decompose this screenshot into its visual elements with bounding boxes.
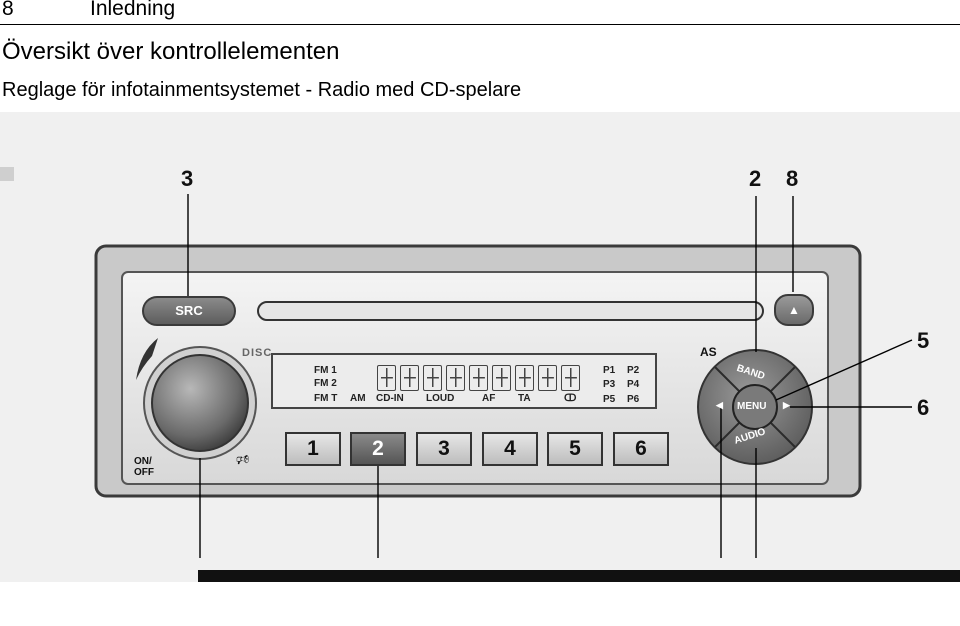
menu-button-shape <box>732 384 778 430</box>
seek-right-button[interactable]: ▶ <box>783 400 790 410</box>
display-preset-p1: P1 <box>603 365 616 376</box>
display-digit <box>469 365 488 391</box>
preset-button-3[interactable]: 3 <box>416 432 472 466</box>
cd-slot <box>257 301 764 321</box>
src-button[interactable]: SRC <box>142 296 236 326</box>
display-indicator-ta: TA <box>518 393 531 404</box>
display-preset-p3: P3 <box>603 379 616 390</box>
page-heading: Översikt över kontrollelementen <box>2 38 340 65</box>
callout-8: 8 <box>786 166 799 191</box>
callout-2: 2 <box>749 166 762 191</box>
preset-button-6[interactable]: 6 <box>613 432 669 466</box>
radio-figure: 3 2 8 5 6 SRC ▲ DISC ON/ OFF 🕫 FM 1 FM 2… <box>0 112 960 626</box>
menu-button[interactable]: MENU <box>737 401 767 412</box>
preset-button-5[interactable]: 5 <box>547 432 603 466</box>
display-digit <box>492 365 511 391</box>
volume-knob <box>151 354 249 452</box>
display-digit <box>446 365 465 391</box>
display-panel <box>271 353 657 409</box>
display-digit <box>377 365 396 391</box>
callout-6: 6 <box>917 395 930 420</box>
bottom-bar <box>198 570 960 582</box>
display-preset-p5: P5 <box>603 394 616 405</box>
display-preset-p6: P6 <box>627 394 640 405</box>
knob-accent <box>136 338 158 380</box>
preset-button-2[interactable]: 2 <box>350 432 406 466</box>
display-digit <box>538 365 557 391</box>
display-indicator-cdin: CD-IN <box>376 393 404 404</box>
display-preset-p4: P4 <box>627 379 640 390</box>
display-indicator-stereo: ↀ <box>564 393 577 404</box>
display-digit <box>561 365 580 391</box>
display-digit <box>423 365 442 391</box>
radio-illustration <box>0 112 960 626</box>
display-indicator-loud: LOUD <box>426 393 455 404</box>
seek-left-button[interactable]: ◀ <box>716 400 723 410</box>
display-band-fm2: FM 2 <box>314 378 337 389</box>
callout-5: 5 <box>917 328 930 353</box>
eject-button[interactable]: ▲ <box>774 294 814 326</box>
page-number: 8 <box>2 0 14 20</box>
preset-button-4[interactable]: 4 <box>482 432 538 466</box>
section-title: Inledning <box>90 0 176 20</box>
display-preset-p2: P2 <box>627 365 640 376</box>
display-indicator-af: AF <box>482 393 496 404</box>
callout-lines <box>187 194 913 558</box>
disc-logo: DISC <box>242 347 273 359</box>
display-band-fmt: FM T <box>314 393 338 404</box>
page-header: 8 Inledning <box>0 0 960 25</box>
display-digit <box>515 365 534 391</box>
preset-button-1[interactable]: 1 <box>285 432 341 466</box>
mute-icon: 🕫 <box>236 451 250 467</box>
callout-3: 3 <box>181 166 194 191</box>
display-digit <box>400 365 419 391</box>
display-band-fm1: FM 1 <box>314 365 337 376</box>
as-label: AS <box>700 345 717 359</box>
onoff-label: ON/ OFF <box>134 456 154 478</box>
display-indicator-am: AM <box>350 393 366 404</box>
page-subheading: Reglage för infotainmentsystemet - Radio… <box>2 79 522 101</box>
